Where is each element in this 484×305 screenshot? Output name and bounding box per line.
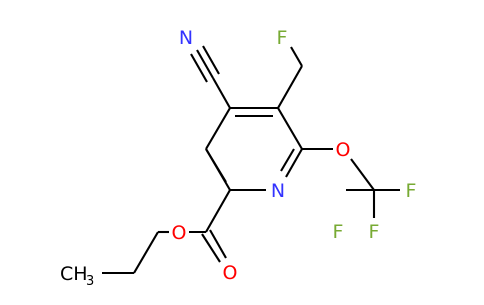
methyl-subscript: 3	[86, 274, 94, 289]
bond-c2-n1	[285, 148, 303, 178]
bond-carbonyl-o-double-2	[209, 229, 227, 259]
bond-ch2-o-diag	[133, 231, 159, 274]
ester-oxygen-carbonyl-label: O	[223, 262, 238, 284]
cf3-fluorine-bottom-label: F	[369, 221, 380, 243]
bond-c6-c5-inner	[205, 148, 227, 183]
bond-triple-2	[202, 45, 220, 75]
pyridine-ring	[205, 106, 303, 192]
ester-oxygen-single-label: O	[172, 222, 187, 244]
nitrile-nitrogen-label: N	[179, 27, 193, 49]
nitrile-group	[190, 45, 231, 109]
bond-c3-c2	[277, 107, 303, 150]
bond-ch2-f	[290, 46, 303, 67]
cf3-fluorine-right-label: F	[406, 180, 417, 202]
cf3-fluorine-left-label: F	[333, 221, 344, 243]
bond-c5-c4	[205, 107, 231, 150]
bond-c4-cn	[212, 77, 231, 109]
bond-c3-ch2	[277, 65, 303, 109]
bond-carbonyl-o-double-1	[201, 233, 221, 263]
methyl-label: CH 3	[60, 263, 94, 289]
bond-triple-1	[196, 49, 214, 79]
ring-nitrogen-label: N	[271, 180, 285, 202]
ether-oxygen-label: O	[336, 139, 351, 161]
bond-triple-3	[190, 53, 208, 83]
methyl-ch-text: CH	[60, 263, 88, 285]
bond-c2-n1-inner	[280, 148, 295, 172]
ester-group	[102, 189, 231, 275]
fluoromethyl-fluorine-label: F	[277, 27, 288, 49]
bond-c6-carbonyl	[205, 189, 231, 233]
fluoromethyl-group	[277, 46, 303, 109]
trifluoromethoxy-group	[302, 147, 400, 218]
bond-o-cf3	[350, 158, 375, 191]
